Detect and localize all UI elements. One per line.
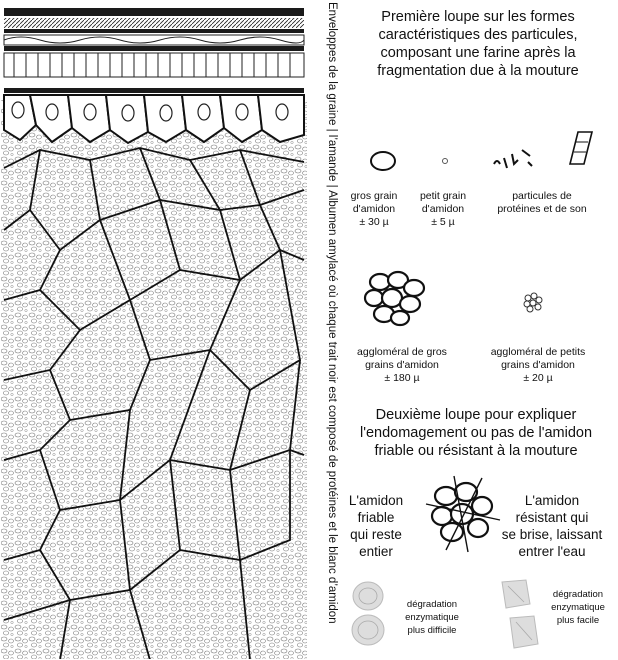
small-starch-grain-icon [435,151,455,171]
grain-cross-section [0,0,308,660]
envelope-band-1 [4,8,304,16]
degradation-hard-label: dégradation enzymatique plus difficile [384,598,480,637]
intact-grain-icon [348,578,388,658]
bran-flake-icon [566,128,596,168]
small-grain-label: petit grain d'amidon ± 5 µ [410,190,476,229]
friable-starch-label: L'amidon friable qui reste entier [330,492,422,560]
degradation-easy-label: dégradation enzymatique plus facile [540,588,616,627]
big-grain-label: gros grain d'amidon ± 30 µ [338,190,410,229]
broken-grain-icon [496,576,542,656]
small-grain-cluster-icon [518,288,548,318]
particles-label: particules de protéines et de son [478,190,606,216]
protein-bran-particles-icon [490,140,540,180]
big-cluster-label: aggloméral de gros grains d'amidon ± 180… [338,346,466,385]
loupe2-title: Deuxième loupe pour expliquer l'endomage… [335,406,617,460]
big-starch-grain-icon [363,146,403,176]
small-cluster-label: aggloméral de petits grains d'amidon ± 2… [470,346,606,385]
aleurone-top-line [4,88,304,93]
envelope-band-3 [4,46,304,51]
envelope-band-2 [4,29,304,33]
envelope-band-4 [4,53,304,77]
loupe1-title: Première loupe sur les formes caractéris… [345,8,611,80]
resistant-starch-label: L'amidon résistant qui se brise, laissan… [488,492,616,560]
big-grain-cluster-icon [362,268,432,328]
